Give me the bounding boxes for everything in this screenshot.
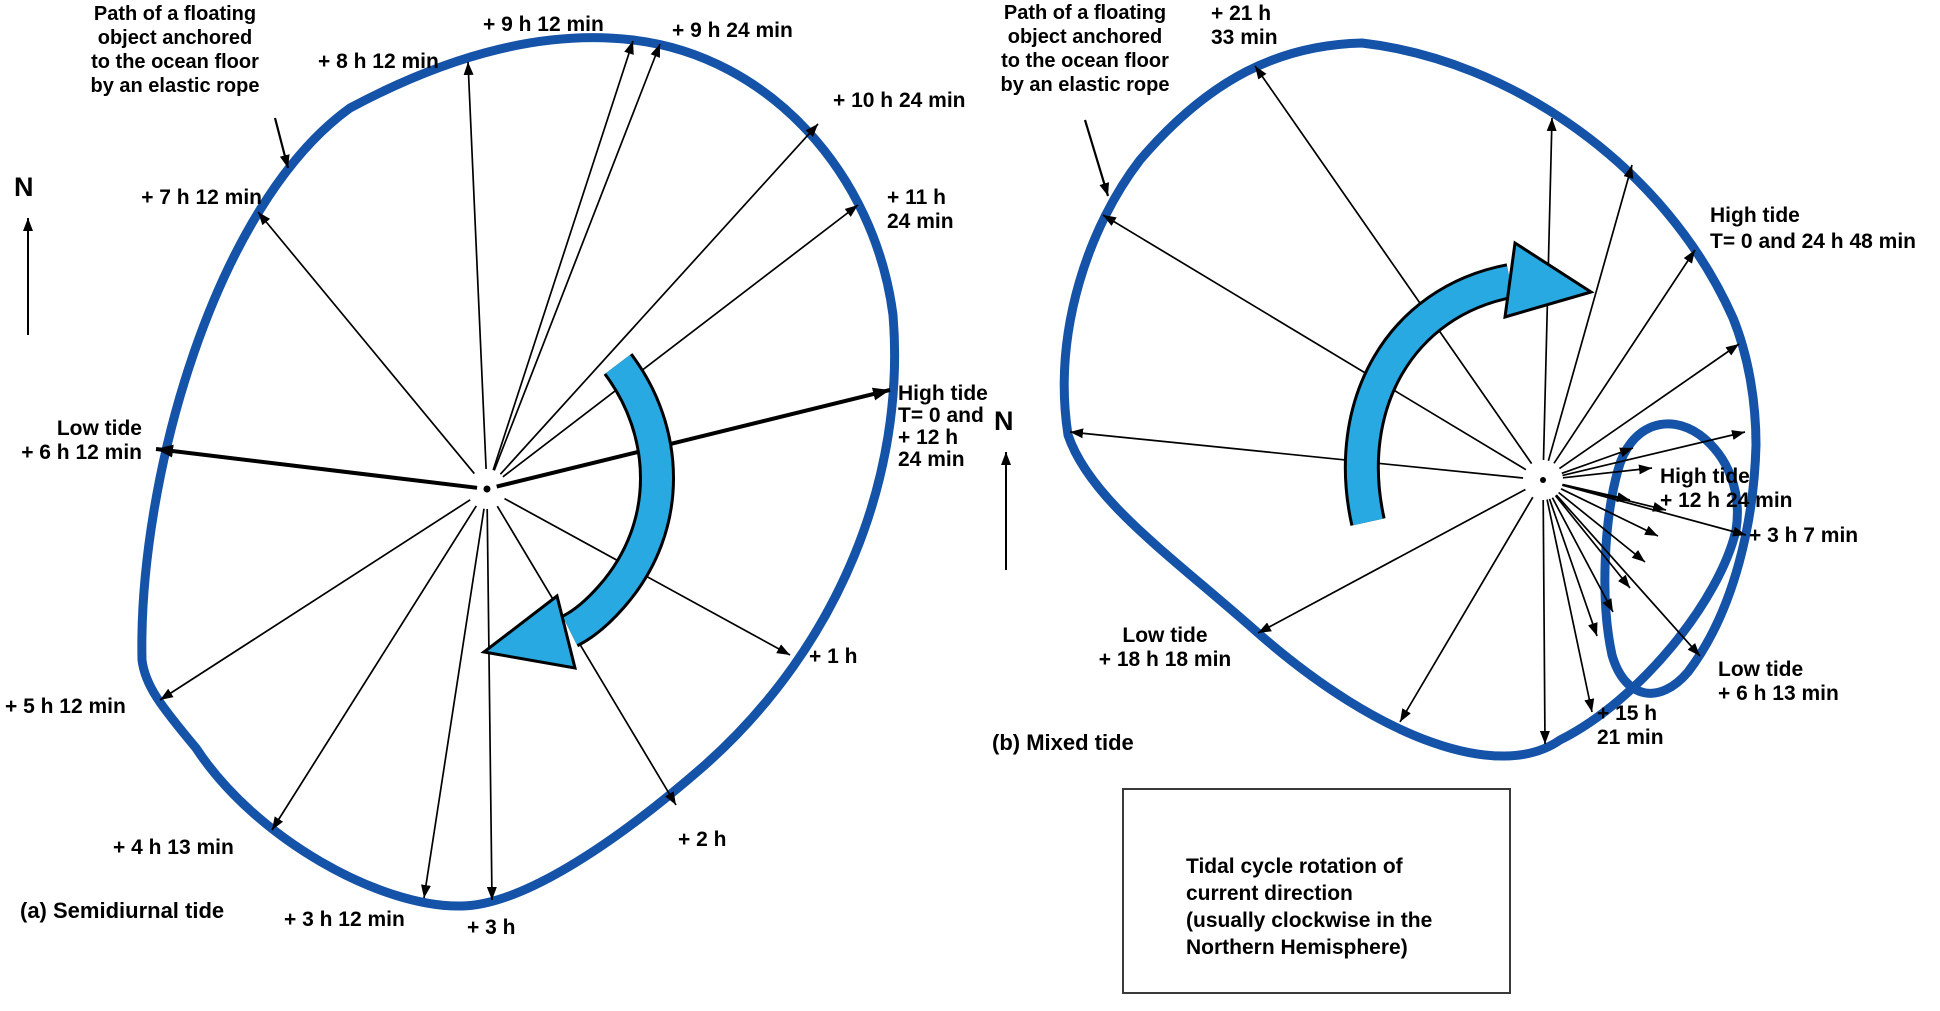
- current-vector: [1558, 491, 1646, 563]
- current-vector: [257, 211, 475, 475]
- label-plus-5h12: + 5 h 12 min: [5, 695, 126, 718]
- current-vector: [159, 499, 471, 701]
- tidal-path-b: [1059, 38, 1761, 761]
- current-vector: [496, 387, 891, 489]
- current-vector: [1561, 447, 1634, 475]
- current-vector: [1560, 488, 1659, 537]
- annotation-arrow-b: [1083, 119, 1110, 197]
- label-high-tide-a: High tide T= 0 and + 12 h 24 min: [898, 382, 988, 471]
- current-vector: [502, 204, 859, 478]
- current-vector: [486, 508, 497, 901]
- label-plus-9h24: + 9 h 24 min: [672, 19, 793, 42]
- current-vector: [1554, 495, 1631, 589]
- rotation-arrow-a: [480, 353, 675, 670]
- current-vector: [1257, 488, 1526, 634]
- tidal-ellipse-a: [137, 33, 900, 911]
- label-plus-4h13: + 4 h 13 min: [113, 836, 234, 859]
- label-high-tide-b-12h24: High tide + 12 h 24 min: [1660, 465, 1793, 512]
- label-plus-3h: + 3 h: [467, 916, 516, 939]
- path-annotation-a: Path of a floating object anchored to th…: [90, 3, 260, 97]
- label-low-tide-b-6h13: Low tide + 6 h 13 min: [1718, 658, 1839, 705]
- current-vector: [1562, 430, 1746, 477]
- label-plus-7h12: + 7 h 12 min: [141, 186, 262, 209]
- current-vector: [1548, 498, 1598, 637]
- current-vector: [1539, 499, 1550, 745]
- label-plus-1h: + 1 h: [809, 645, 858, 668]
- legend-text: Tidal cycle rotation of current directio…: [1186, 855, 1433, 959]
- current-vector: [499, 123, 819, 475]
- current-vector: [463, 61, 487, 470]
- label-low-tide-a: Low tide + 6 h 12 min: [21, 417, 142, 464]
- label-plus-2h: + 2 h: [678, 828, 727, 851]
- north-label-a: N: [14, 172, 34, 202]
- rotation-arrow-b: [1343, 240, 1595, 526]
- current-vector: [1069, 428, 1524, 479]
- current-vector: [1558, 343, 1740, 470]
- label-plus-3h12: + 3 h 12 min: [284, 908, 405, 931]
- path-annotation-b: Path of a floating object anchored to th…: [1000, 2, 1170, 96]
- label-plus-9h12: + 9 h 12 min: [483, 13, 604, 36]
- label-plus-3h7: + 3 h 7 min: [1749, 524, 1859, 547]
- current-vector: [1555, 494, 1701, 657]
- current-vector: [1254, 65, 1533, 465]
- label-plus-10h24: + 10 h 24 min: [833, 89, 966, 112]
- anchor-dot-a: [483, 485, 491, 493]
- current-vector: [155, 444, 478, 490]
- current-vector: [1102, 214, 1527, 471]
- label-plus-21h33: + 21 h 33 min: [1211, 2, 1278, 49]
- current-vector: [271, 505, 478, 831]
- current-vector: [1562, 464, 1653, 479]
- label-low-tide-b-18h18: Low tide + 18 h 18 min: [1098, 624, 1232, 671]
- label-high-tide-b-t0: High tide T= 0 and 24 h 48 min: [1710, 204, 1916, 253]
- current-vector: [496, 505, 677, 806]
- current-vector: [1399, 496, 1534, 723]
- current-vector: [1546, 499, 1595, 713]
- caption-a: (a) Semidiurnal tide: [20, 898, 225, 923]
- north-label-b: N: [994, 406, 1014, 436]
- caption-b: (b) Mixed tide: [992, 730, 1134, 755]
- label-plus-11h24: + 11 h 24 min: [887, 186, 954, 233]
- annotation-arrow-a: [273, 117, 290, 169]
- current-vectors-a: [155, 40, 891, 901]
- current-vector: [1553, 249, 1696, 464]
- current-vector: [421, 508, 485, 899]
- label-plus-8h12: + 8 h 12 min: [318, 50, 439, 73]
- current-vector: [1547, 164, 1634, 462]
- current-vector: [492, 40, 634, 471]
- current-vector: [493, 43, 661, 471]
- current-vector: [1551, 497, 1614, 613]
- legend-box: [1122, 788, 1511, 994]
- anchor-dot-b: [1540, 477, 1546, 483]
- current-vector: [1562, 483, 1667, 512]
- label-plus-15h21: + 15 h 21 min: [1597, 702, 1664, 749]
